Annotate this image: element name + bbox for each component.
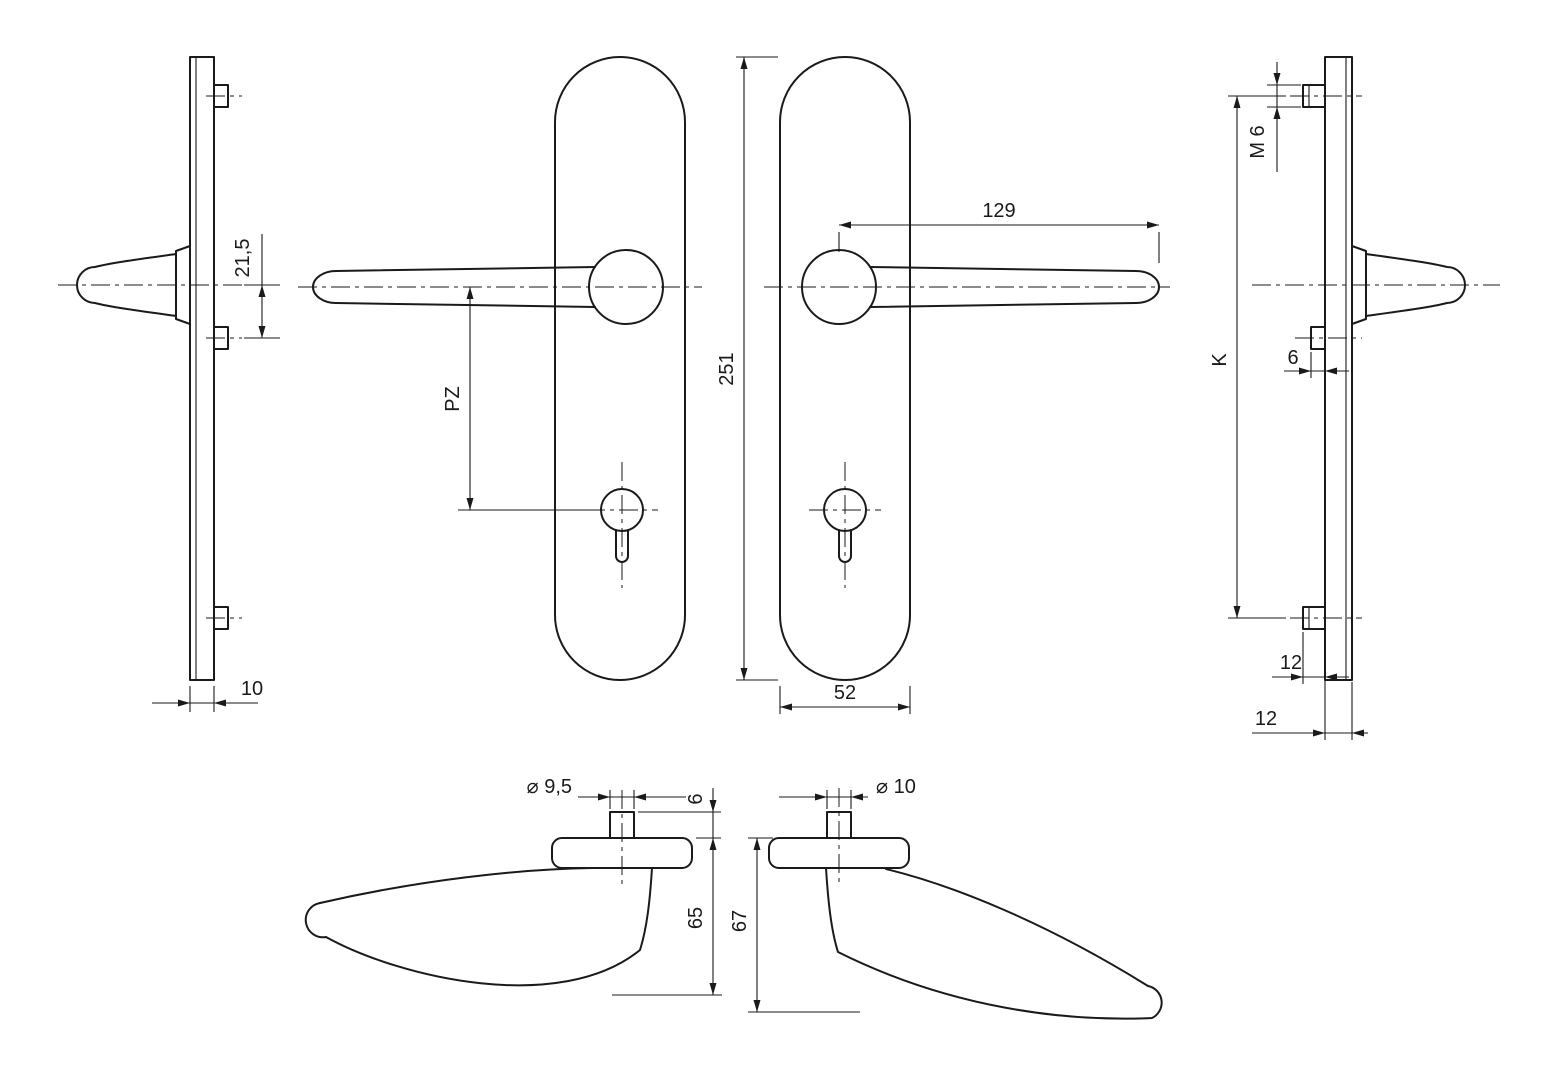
grip-top-edge <box>885 868 1149 987</box>
lever-outline <box>869 266 1160 308</box>
dim-21-5-label: 21,5 <box>232 239 254 278</box>
dimension-6-neck: 6 <box>638 788 721 995</box>
dim-dia-9-5-label: ⌀ 9,5 <box>527 776 572 798</box>
grip-body <box>825 867 1163 1020</box>
arrowhead <box>1299 367 1311 375</box>
screw-boss-bottom <box>213 606 229 630</box>
arrowhead <box>1313 729 1325 737</box>
dimension-pz: PZ <box>442 287 598 511</box>
side-view-left: 21,5 10 <box>58 56 280 712</box>
arrowhead <box>1352 729 1364 737</box>
arrowhead <box>709 983 717 995</box>
dim-dia-10-label: ⌀ 10 <box>876 776 916 798</box>
arrowhead <box>178 699 190 707</box>
dimension-251: 251 <box>716 56 778 681</box>
screw-boss-middle <box>213 326 229 350</box>
arrowhead <box>1273 73 1281 85</box>
dimension-6: 6 <box>1284 347 1349 378</box>
arrowhead <box>1233 606 1241 618</box>
arrowhead <box>709 800 717 812</box>
dimension-k: K <box>1209 95 1286 619</box>
dim-m6-label: M 6 <box>1247 125 1269 158</box>
arrowhead <box>1291 673 1303 681</box>
dimension-129: 129 <box>838 200 1160 263</box>
grip-top-edge <box>319 867 593 904</box>
arrowhead <box>466 498 474 510</box>
grip-body <box>304 867 653 987</box>
dimension-dia-10: ⌀ 10 <box>779 776 916 809</box>
dim-12-lower-label: 12 <box>1255 708 1277 730</box>
arrowhead <box>258 285 266 297</box>
front-view-left-handle: PZ <box>298 56 702 681</box>
dim-52-label: 52 <box>834 682 856 704</box>
dimension-67: 67 <box>729 837 860 1013</box>
backplate-outline <box>554 56 686 681</box>
arrowhead <box>851 793 863 801</box>
dimension-m6: M 6 <box>1247 62 1301 172</box>
dim-65-label: 65 <box>685 907 707 929</box>
dimension-12-upper: 12 <box>1272 632 1349 687</box>
arrowhead <box>1325 673 1337 681</box>
arrowhead <box>815 793 827 801</box>
arrowhead <box>753 838 761 850</box>
arrowhead <box>634 793 646 801</box>
arrowhead <box>1233 96 1241 108</box>
dimension-52: 52 <box>779 682 911 714</box>
arrowhead <box>898 703 910 711</box>
dim-129-label: 129 <box>982 200 1015 222</box>
dim-6-neck-label: 6 <box>685 793 707 804</box>
arrowhead <box>753 1000 761 1012</box>
arrowhead <box>780 703 792 711</box>
arrowhead <box>839 221 851 229</box>
arrowhead <box>740 668 748 680</box>
dimension-dia-9-5: ⌀ 9,5 <box>527 776 686 809</box>
arrowhead <box>1273 107 1281 119</box>
dim-67-label: 67 <box>729 910 751 932</box>
arrowhead <box>258 326 266 338</box>
handle-top-view-left: ⌀ 9,5 6 65 <box>304 776 722 996</box>
dim-pz-label: PZ <box>442 386 464 412</box>
arrowhead <box>1325 367 1337 375</box>
backplate-outline <box>779 56 911 681</box>
dimension-10: 10 <box>152 678 263 712</box>
dim-10-label: 10 <box>241 678 263 700</box>
dim-6-label: 6 <box>1287 347 1298 369</box>
dim-12-upper-label: 12 <box>1280 652 1302 674</box>
dimension-21-5: 21,5 <box>232 234 280 339</box>
dimension-12-lower: 12 <box>1252 682 1368 740</box>
dimension-65: 65 <box>612 907 722 996</box>
backplate-profile-outline <box>189 56 215 681</box>
front-view-right-handle: 251 129 52 <box>716 56 1170 714</box>
arrowhead <box>1147 221 1159 229</box>
arrowhead <box>740 57 748 69</box>
arrowhead <box>709 838 717 850</box>
arrowhead <box>466 287 474 299</box>
arrowhead <box>214 699 226 707</box>
handle-top-view-right: ⌀ 10 67 <box>729 776 1163 1020</box>
dim-k-label: K <box>1209 353 1231 367</box>
spindle-neck <box>609 811 635 839</box>
arrowhead <box>598 793 610 801</box>
dim-251-label: 251 <box>716 352 738 385</box>
side-view-right: M 6 K 6 12 <box>1209 56 1500 740</box>
backplate-profile-outline <box>1324 56 1353 681</box>
screw-boss-top <box>213 84 229 108</box>
